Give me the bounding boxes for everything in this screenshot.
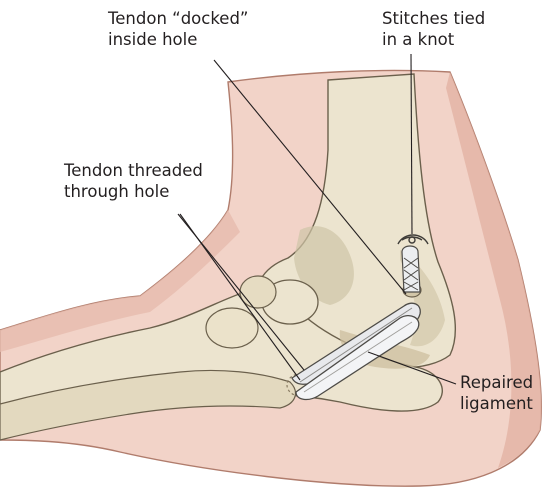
- label-tendon-threaded-line2: through hole: [64, 181, 203, 202]
- label-tendon-threaded-line1: Tendon threaded: [64, 160, 203, 181]
- olecranon-bone: [206, 308, 258, 348]
- tendon-humeral-segment: [402, 246, 420, 292]
- label-repaired-ligament-line1: Repaired: [460, 372, 533, 393]
- label-stitches-line2: in a knot: [382, 29, 485, 50]
- label-tendon-threaded: Tendon threaded through hole: [64, 160, 203, 202]
- capitulum-bone: [240, 276, 276, 308]
- label-repaired-ligament-line2: ligament: [460, 393, 533, 414]
- label-stitches: Stitches tied in a knot: [382, 8, 485, 50]
- label-tendon-docked-line1: Tendon “docked”: [108, 8, 248, 29]
- label-tendon-docked: Tendon “docked” inside hole: [108, 8, 248, 50]
- label-stitches-line1: Stitches tied: [382, 8, 485, 29]
- label-tendon-docked-line2: inside hole: [108, 29, 248, 50]
- label-repaired-ligament: Repaired ligament: [460, 372, 533, 414]
